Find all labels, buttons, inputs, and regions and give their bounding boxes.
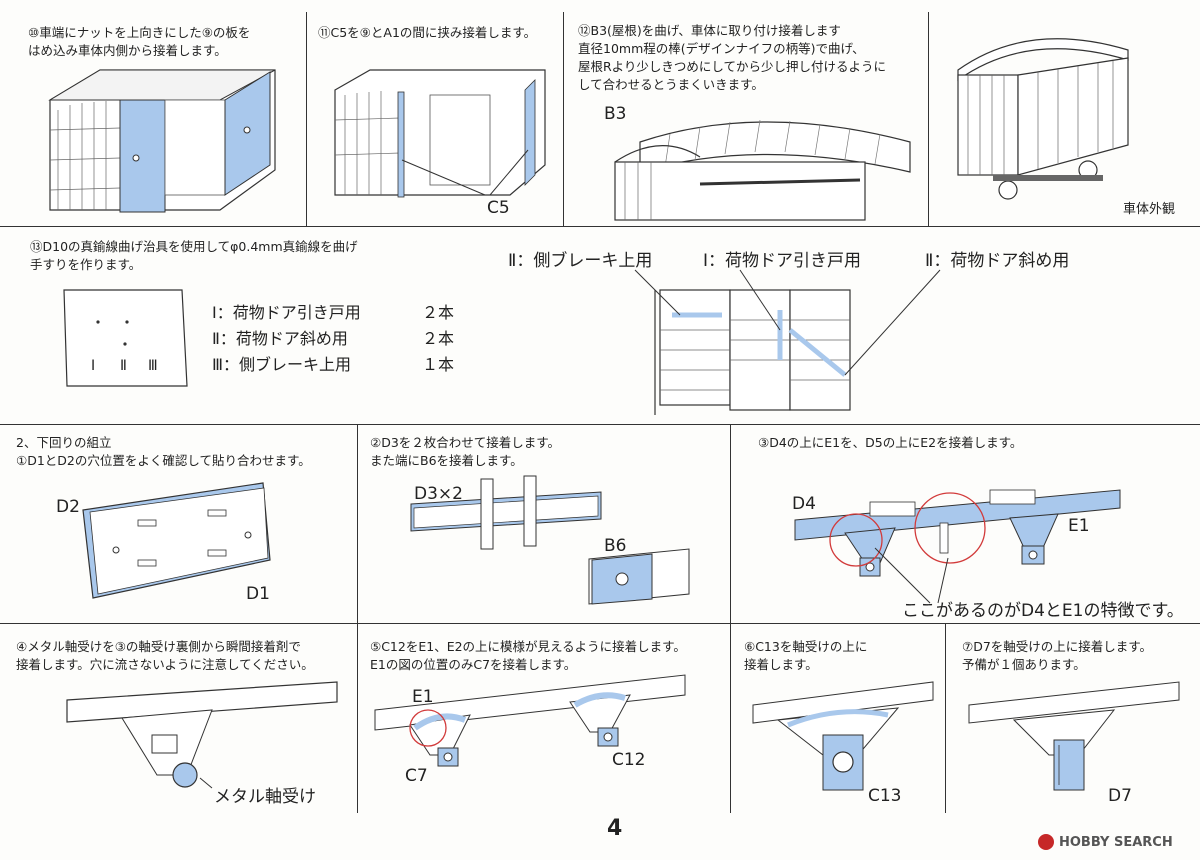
step-13-text: ⑬D10の真鍮線曲げ治具を使用してφ0.4mm真鍮線を曲げ 手すりを作ります。 — [30, 239, 358, 272]
handrail-placement-illustration — [634, 269, 941, 415]
col-divider-r1b — [563, 12, 564, 226]
b6-part-illustration — [588, 548, 690, 605]
label-c7: C7 — [405, 766, 428, 786]
col-divider-r3a — [357, 424, 358, 623]
step-12-roof-illustration — [614, 119, 911, 221]
section-2-step-7-text: ⑦D7を軸受けの上に接着します。 予備が１個あります。 — [962, 639, 1153, 672]
label-d4: D4 — [792, 494, 816, 514]
d7-illustration — [968, 681, 1180, 791]
label-e1: E1 — [1068, 516, 1090, 536]
row-divider-3 — [0, 623, 1200, 624]
parts-row-name: Ⅰ：荷物ドア引き戸用 — [212, 303, 361, 322]
metal-bearing-illustration — [66, 681, 338, 789]
label-handrail-diagonal-door: Ⅱ：荷物ドア斜め用 — [925, 251, 1070, 271]
underframe-d1-d2-illustration — [82, 482, 271, 599]
c13-illustration — [752, 681, 934, 791]
section-2-step-2-text: ②D3を２枚合わせて接着します。 また端にB6を接着します。 — [370, 435, 561, 468]
col-divider-r4b — [730, 623, 731, 813]
brand-logo-icon — [1038, 834, 1054, 850]
feature-note: ここがあるのがD4とE1の特徴です。 — [902, 601, 1184, 621]
label-d2: D2 — [56, 497, 80, 517]
label-d3x2: D3×2 — [414, 484, 463, 504]
col-divider-r4a — [357, 623, 358, 813]
label-b3: B3 — [604, 104, 627, 124]
handrail-parts-table: Ⅰ：荷物ドア引き戸用 ２本 Ⅱ：荷物ドア斜め用 ２本 Ⅲ：側ブレーキ上用 １本 — [212, 300, 454, 378]
col-divider-r1c — [928, 12, 929, 226]
row-divider-1 — [0, 226, 1200, 227]
brand-watermark: HOBBY SEARCH — [1038, 834, 1173, 850]
c12-e1-illustration — [374, 674, 686, 767]
label-c5: C5 — [487, 198, 510, 218]
label-c13: C13 — [868, 786, 902, 806]
step-11-text: ⑪C5を⑨とA1の間に挟み接着します。 — [318, 25, 537, 40]
parts-row: Ⅰ：荷物ドア引き戸用 ２本 — [212, 300, 454, 326]
label-b6: B6 — [604, 536, 627, 556]
page-number: 4 — [607, 816, 623, 841]
section-2-step-4-text: ④メタル軸受けを③の軸受け裏側から瞬間接着剤で 接着します。穴に流さないように注… — [16, 639, 314, 672]
parts-row-qty: ２本 — [422, 303, 455, 322]
parts-row-name: Ⅱ：荷物ドア斜め用 — [212, 329, 348, 348]
jig-mark-1: Ⅰ — [91, 358, 96, 374]
col-divider-r4c — [945, 623, 946, 813]
jig-mark-2: Ⅱ — [120, 358, 127, 374]
step-12-text: ⑫B3(屋根)を曲げ、車体に取り付け接着します 直径10mm程の棒(デザインナイ… — [578, 23, 887, 92]
col-divider-r3b — [730, 424, 731, 623]
brand-name: HOBBY SEARCH — [1059, 834, 1173, 850]
section-2-step-3-text: ③D4の上にE1を、D5の上にE2を接着します。 — [758, 435, 1023, 450]
jig-mark-3: Ⅲ — [148, 358, 158, 374]
step-11-body-illustration — [334, 69, 546, 198]
parts-row-qty: １本 — [422, 355, 455, 374]
step-10-text: ⑩車端にナットを上向きにした⑨の板を はめ込み車体内側から接着します。 — [28, 25, 251, 58]
label-d7: D7 — [1108, 786, 1132, 806]
label-metal-bearing: メタル軸受け — [214, 787, 316, 807]
d4-e1-illustration — [794, 489, 1121, 604]
d3-parts-illustration — [410, 475, 602, 550]
parts-row: Ⅱ：荷物ドア斜め用 ２本 — [212, 326, 454, 352]
parts-row-name: Ⅲ：側ブレーキ上用 — [212, 355, 352, 374]
label-handrail-side-brake: Ⅱ：側ブレーキ上用 — [508, 251, 653, 271]
label-c12: C12 — [612, 750, 646, 770]
section-2-step-5-text: ⑤C12をE1、E2の上に模様が見えるように接着します。 E1の図の位置のみC7… — [370, 639, 686, 672]
row-divider-2 — [0, 424, 1200, 425]
label-handrail-sliding-door: Ⅰ：荷物ドア引き戸用 — [703, 251, 862, 271]
label-exterior: 車体外観 — [1123, 202, 1176, 217]
label-e1-step5: E1 — [412, 687, 434, 707]
label-d1: D1 — [246, 584, 270, 604]
step-10-body-illustration — [48, 69, 276, 213]
section-2-step-6-text: ⑥C13を軸受けの上に 接着します。 — [744, 639, 868, 672]
section-2-step-1-text: 2、下回りの組立 ①D1とD2の穴位置をよく確認して貼り合わせます。 — [16, 435, 311, 468]
col-divider-r1a — [306, 12, 307, 226]
parts-row-qty: ２本 — [422, 329, 455, 348]
exterior-view-illustration — [957, 38, 1129, 200]
bending-jig-illustration — [63, 289, 188, 387]
parts-row: Ⅲ：側ブレーキ上用 １本 — [212, 352, 454, 378]
